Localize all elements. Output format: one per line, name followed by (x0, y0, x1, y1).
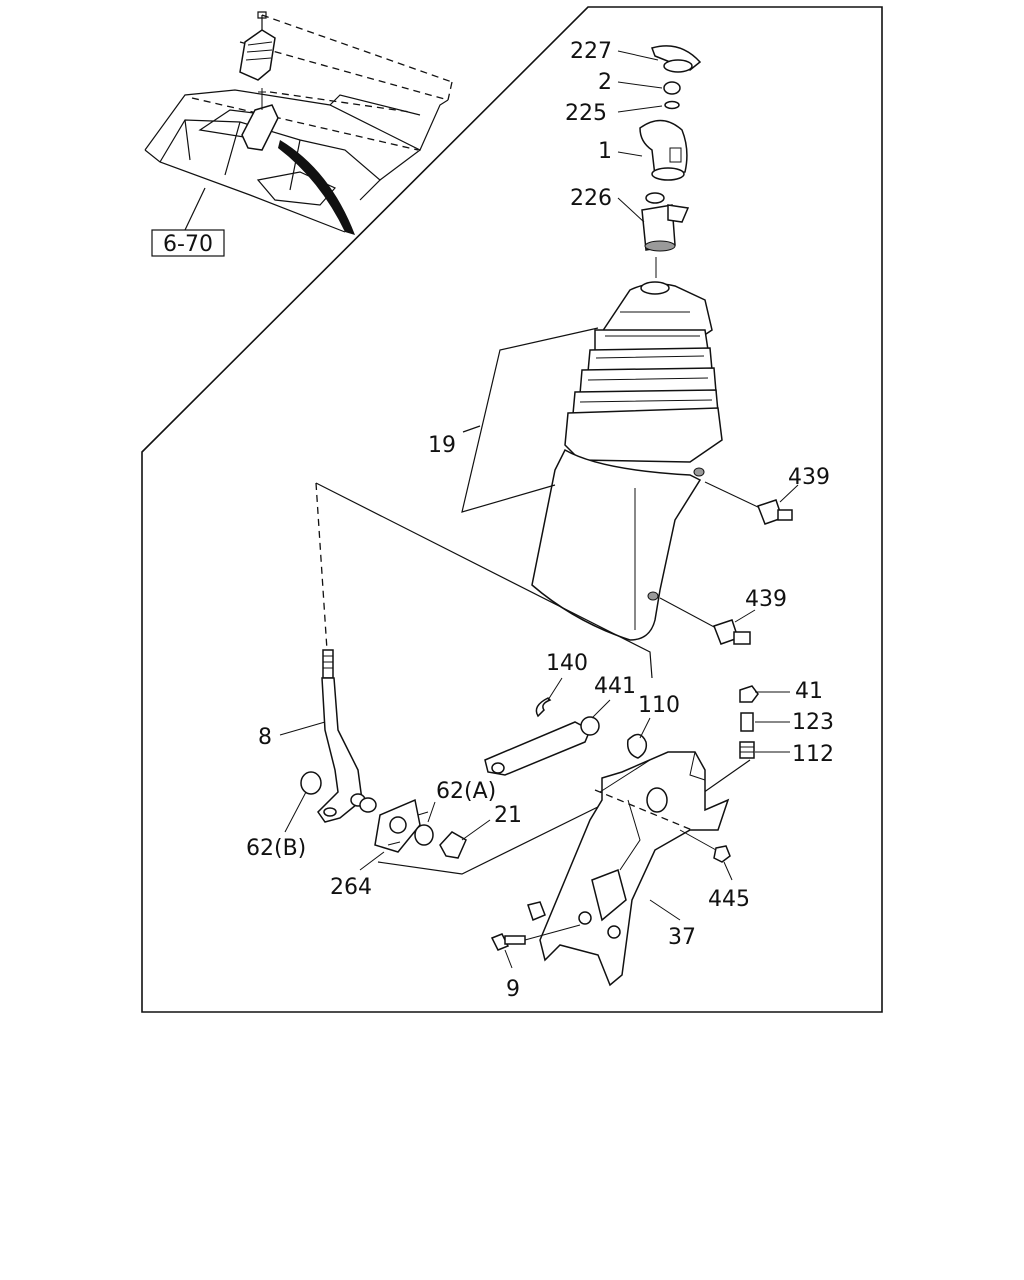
leader-19-bracket (461, 327, 599, 513)
part-227-cap (651, 45, 702, 73)
callout-19: 19 (428, 433, 456, 458)
callout-1: 1 (598, 139, 612, 164)
part-441-arm (484, 716, 600, 776)
part-439-screw-upper (704, 481, 799, 525)
part-21-collar (439, 831, 467, 859)
callout-226: 226 (570, 186, 612, 211)
callout-21: 21 (494, 803, 522, 828)
part-1-knob (639, 119, 688, 181)
part-123-spacer (740, 712, 754, 732)
part-62a-bushing (414, 824, 434, 846)
part-41-nut (739, 685, 759, 703)
leaders-445 (679, 829, 733, 881)
callout-264: 264 (330, 875, 372, 900)
callout-123: 123 (792, 710, 834, 735)
callout-227: 227 (570, 39, 612, 64)
callout-112: 112 (792, 742, 834, 767)
part-8-shift-lever (317, 649, 363, 823)
part-110-spring (626, 733, 648, 759)
callout-439-lower: 439 (745, 587, 787, 612)
part-140-clip (535, 697, 552, 718)
callout-41: 41 (795, 679, 823, 704)
inset-floor-overview (144, 11, 453, 257)
callout-439-upper: 439 (788, 465, 830, 490)
part-439-screw-lower (659, 597, 756, 645)
reference-box-label: 6-70 (163, 232, 213, 257)
guide-dashed-vertical (315, 482, 328, 651)
part-112-bushing (739, 741, 755, 759)
callout-441: 441 (594, 674, 636, 699)
part-19-boot-console (531, 281, 723, 641)
callout-140: 140 (546, 651, 588, 676)
leaders-right-stack (755, 691, 790, 753)
part-2-nut (663, 81, 681, 95)
callout-2: 2 (598, 70, 612, 95)
callout-445: 445 (708, 887, 750, 912)
part-445-nut (713, 845, 731, 863)
callout-62a: 62(A) (436, 779, 496, 804)
part-37-bracket (527, 751, 730, 987)
part-225-washer (664, 100, 680, 110)
guide-line-plate (377, 799, 613, 875)
part-226-sleeve (641, 192, 690, 252)
reference-box (151, 229, 225, 257)
part-264-plate (374, 798, 429, 853)
callout-leaders (279, 50, 681, 921)
leader-19 (462, 425, 481, 433)
guide-line-lever (315, 482, 653, 679)
callout-62b: 62(B) (246, 836, 306, 861)
callout-225: 225 (565, 101, 607, 126)
callout-110: 110 (638, 693, 680, 718)
part-62b-bushing (300, 771, 322, 795)
callout-9: 9 (506, 977, 520, 1002)
callout-8: 8 (258, 725, 272, 750)
part-9-bolt (490, 924, 581, 969)
callout-37: 37 (668, 925, 696, 950)
lever-pin (350, 793, 377, 813)
main-frame (141, 6, 883, 1013)
guide-dashed-bracket (594, 789, 693, 831)
